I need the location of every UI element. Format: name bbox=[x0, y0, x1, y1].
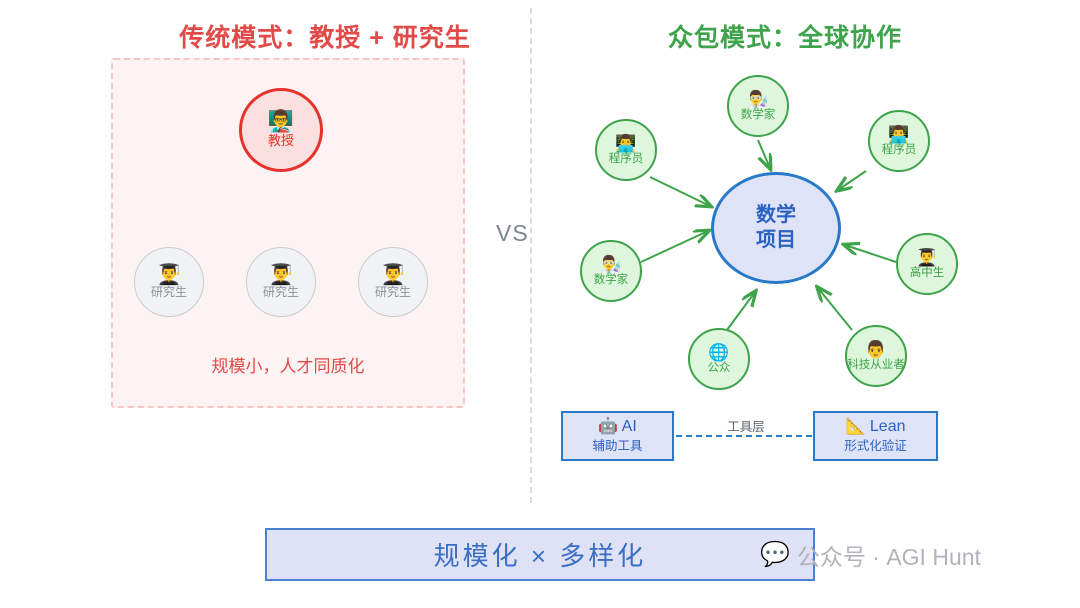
conclusion-banner-text: 规模化 × 多样化 bbox=[433, 541, 647, 571]
robot-icon: 🤖 bbox=[598, 418, 619, 436]
contributor-node-high-school-student[interactable]: 👨‍🎓 高中生 bbox=[896, 233, 958, 295]
contributor-label: 高中生 bbox=[909, 266, 945, 279]
math-project-hub[interactable]: 数学 项目 bbox=[711, 172, 841, 284]
contributor-label: 数学家 bbox=[593, 273, 629, 286]
contributor-node-programmer-right[interactable]: 👨‍💻 程序员 bbox=[868, 110, 930, 172]
scientist-icon: 👨‍🔬 bbox=[600, 254, 622, 274]
grad-student-label: 研究生 bbox=[262, 284, 299, 299]
contributor-label: 公众 bbox=[707, 361, 731, 374]
professor-label: 教授 bbox=[267, 133, 294, 149]
vs-label: VS bbox=[496, 220, 529, 246]
hub-label-line2: 项目 bbox=[756, 229, 796, 251]
contributor-label: 科技从业者 bbox=[847, 358, 905, 371]
watermark: 💬 公众号 · AGI Hunt bbox=[760, 538, 981, 572]
technologist-icon: 👨‍💻 bbox=[888, 124, 910, 144]
traditional-mode-caption: 规模小，人才同质化 bbox=[211, 357, 365, 376]
student-icon: 👨‍🎓 bbox=[916, 247, 938, 267]
contributor-node-mathematician-left[interactable]: 👨‍🔬 数学家 bbox=[580, 240, 642, 302]
grad-student-label: 研究生 bbox=[150, 284, 187, 299]
hub-label-line1: 数学 bbox=[756, 204, 796, 226]
tool-layer-label: 工具层 bbox=[712, 416, 780, 435]
contributor-label: 程序员 bbox=[881, 143, 917, 156]
scientist-icon: 👨‍🔬 bbox=[747, 89, 769, 109]
contributor-node-mathematician-top[interactable]: 👨‍🔬 数学家 bbox=[727, 75, 789, 137]
student-icon: 👨‍🎓 bbox=[268, 263, 294, 286]
ai-tool-subtitle: 辅助工具 bbox=[592, 439, 643, 454]
student-icon: 👨‍🎓 bbox=[380, 263, 406, 286]
traditional-mode-title: 传统模式：教授 + 研究生 bbox=[179, 24, 471, 52]
contributor-node-public[interactable]: 🌐 公众 bbox=[688, 328, 750, 390]
conclusion-banner: 规模化 × 多样化 bbox=[265, 528, 815, 581]
professor-node[interactable]: 👨‍🏫 教授 bbox=[239, 88, 323, 172]
wechat-icon: 💬 bbox=[760, 541, 790, 568]
grad-student-node-1[interactable]: 👨‍🎓 研究生 bbox=[134, 247, 204, 317]
crowdsourcing-mode-title: 众包模式：全球协作 bbox=[667, 24, 902, 52]
contributor-node-tech-worker[interactable]: 👨 科技从业者 bbox=[845, 325, 907, 387]
triangle-ruler-icon: 📐 bbox=[845, 418, 866, 436]
ai-tool-title-text: AI bbox=[621, 418, 637, 436]
technologist-icon: 👨‍💻 bbox=[615, 133, 637, 153]
contributor-label: 程序员 bbox=[608, 152, 644, 165]
globe-icon: 🌐 bbox=[708, 342, 730, 362]
contributor-label: 数学家 bbox=[740, 108, 776, 121]
vertical-divider bbox=[530, 8, 532, 503]
lean-tool-title: 📐 Lean bbox=[846, 417, 906, 436]
ai-tool-title: 🤖 AI bbox=[598, 417, 637, 436]
grad-student-node-3[interactable]: 👨‍🎓 研究生 bbox=[358, 247, 428, 317]
student-icon: 👨‍🎓 bbox=[156, 263, 182, 286]
lean-tool-title-text: Lean bbox=[869, 418, 906, 436]
person-icon: 👨 bbox=[865, 339, 887, 359]
lean-tool-box[interactable]: 📐 Lean 形式化验证 bbox=[813, 411, 938, 461]
tool-layer-connector bbox=[676, 435, 812, 437]
lean-tool-subtitle: 形式化验证 bbox=[844, 439, 907, 454]
grad-student-label: 研究生 bbox=[374, 284, 411, 299]
teacher-icon: 👨‍🏫 bbox=[267, 110, 295, 134]
ai-tool-box[interactable]: 🤖 AI 辅助工具 bbox=[561, 411, 674, 461]
grad-student-node-2[interactable]: 👨‍🎓 研究生 bbox=[246, 247, 316, 317]
watermark-text: 公众号 · AGI Hunt bbox=[796, 544, 981, 570]
contributor-node-programmer-left[interactable]: 👨‍💻 程序员 bbox=[595, 119, 657, 181]
